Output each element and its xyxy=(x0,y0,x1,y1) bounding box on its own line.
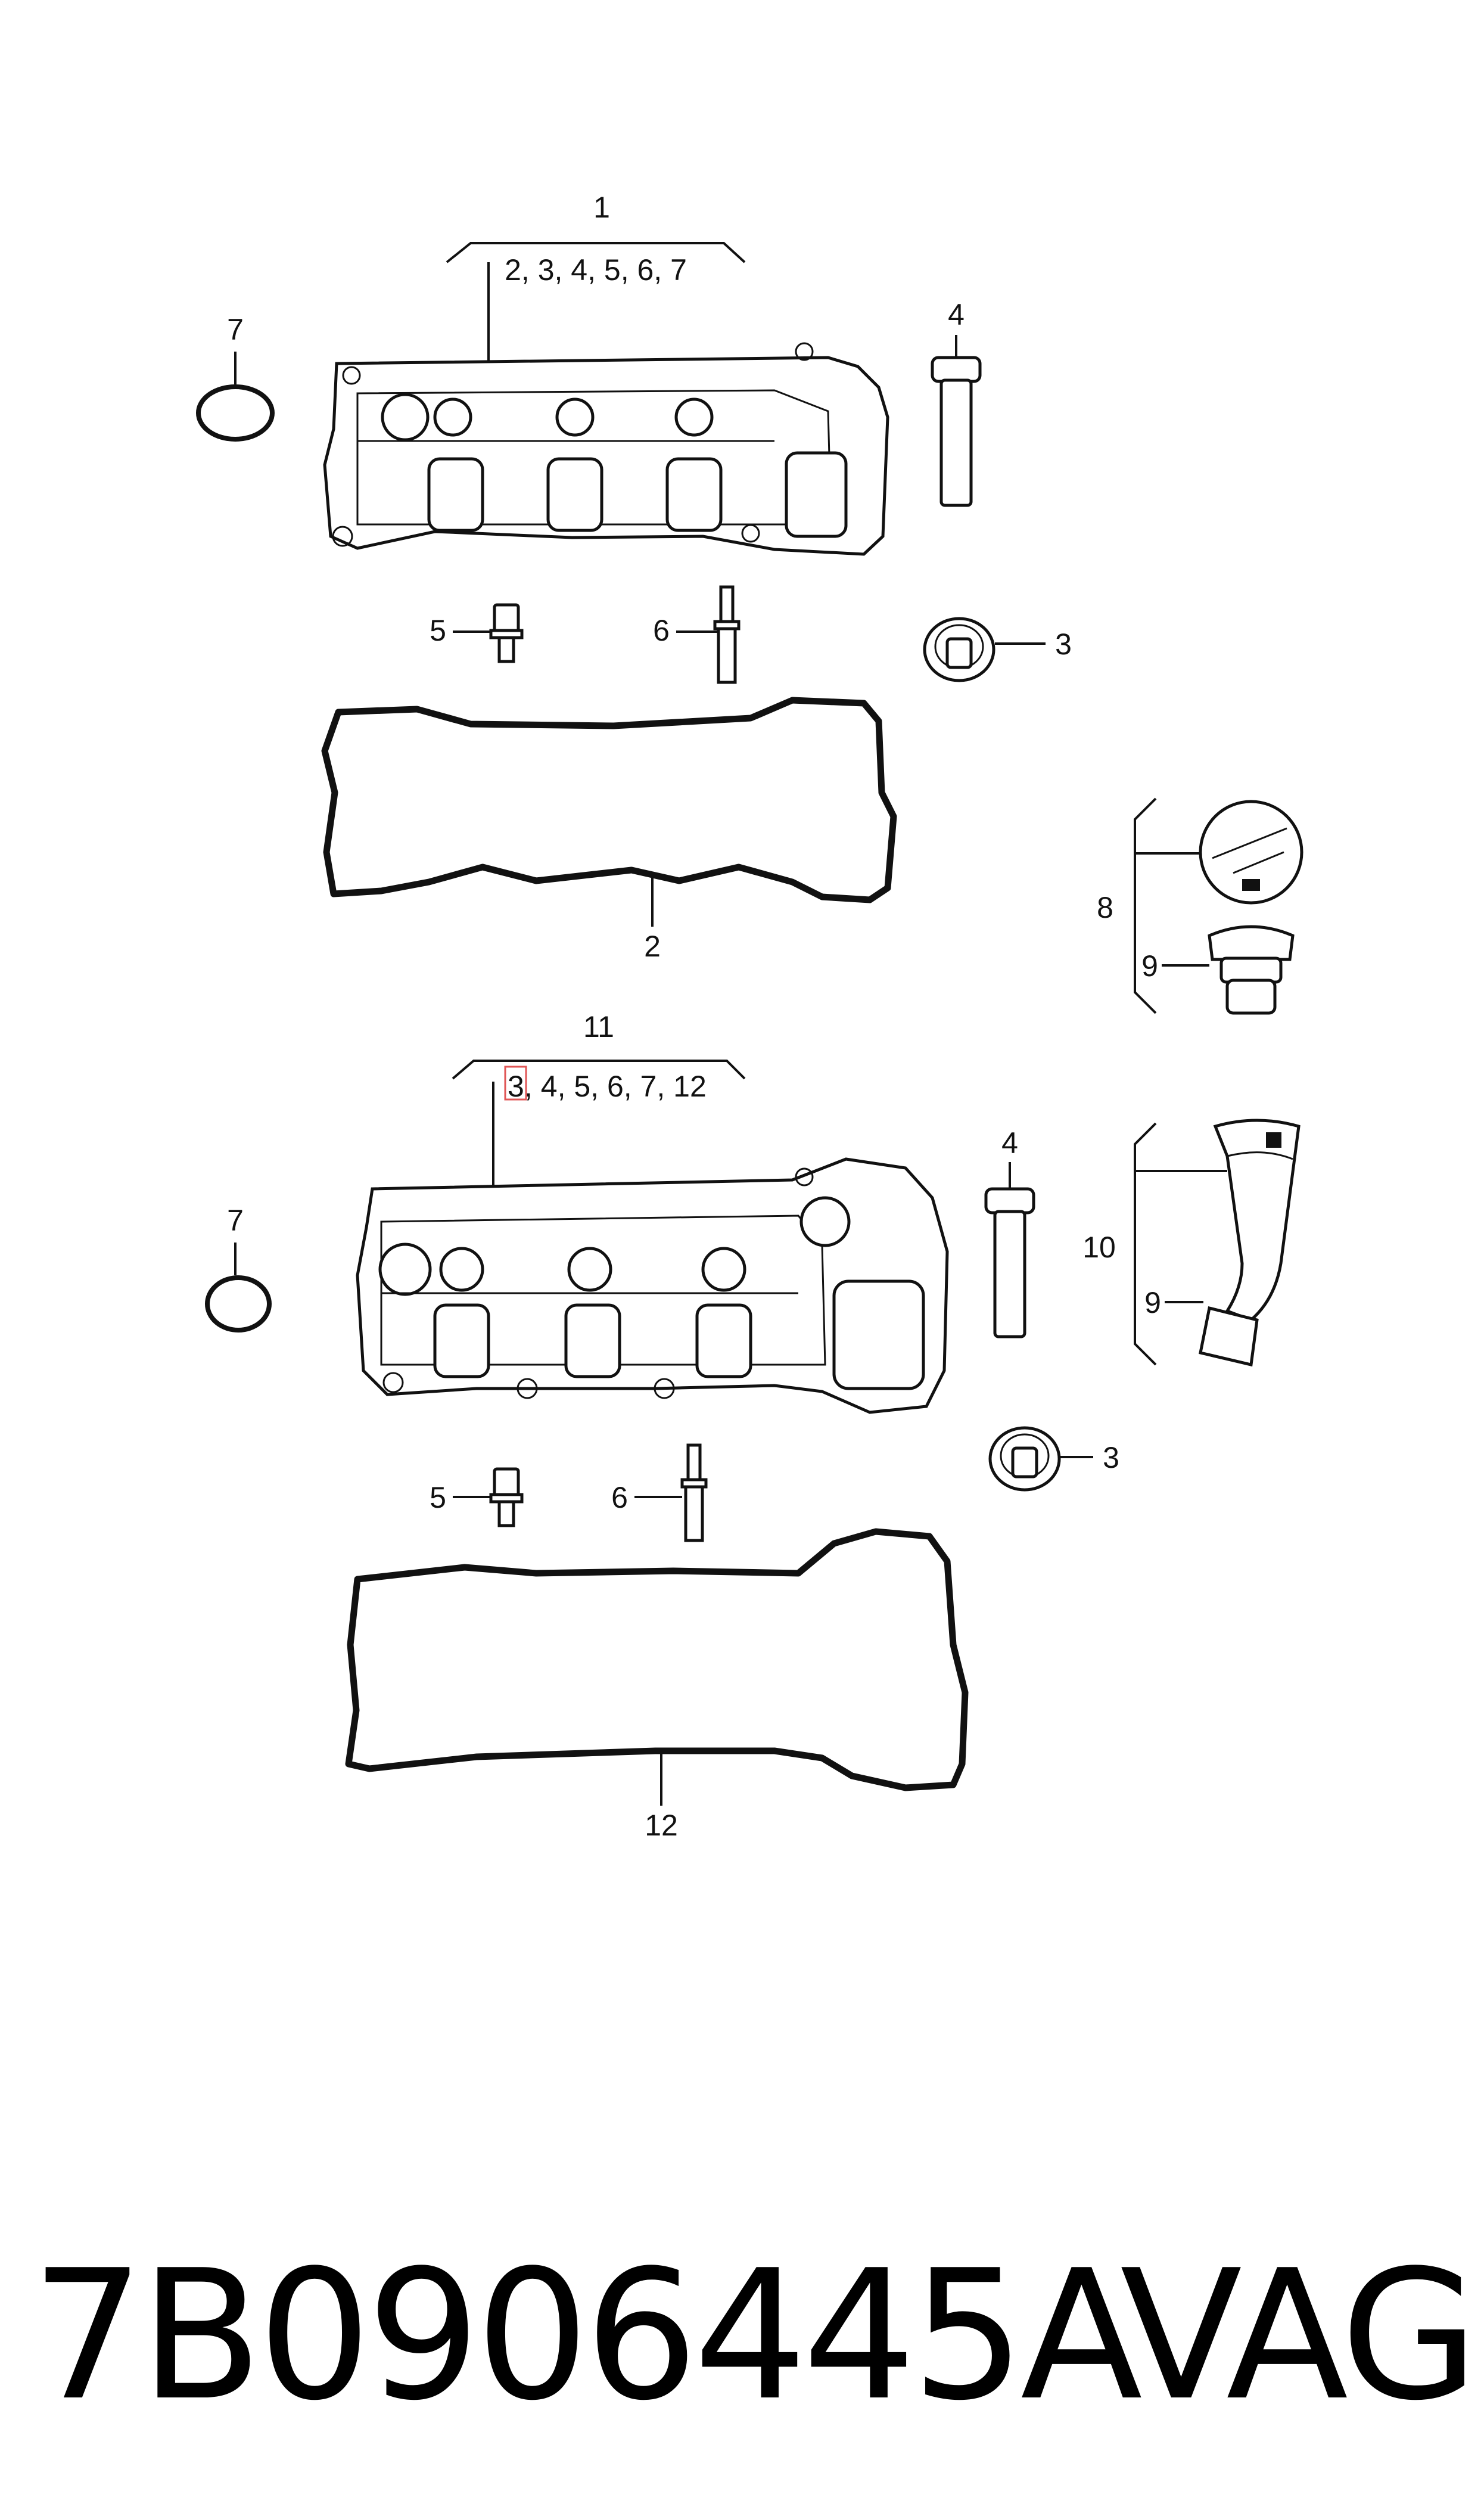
filler-tube-group: 10 9 xyxy=(1082,1119,1301,1367)
part-number-label: 7B0906445A xyxy=(31,2232,1143,2440)
callout-6-lower: 6 xyxy=(611,1481,628,1514)
callout-2: 2 xyxy=(644,930,661,963)
bracket-lower-assembly xyxy=(452,1060,746,1080)
oil-cap-body xyxy=(1208,925,1295,1015)
callout-includes-lower-first: 3 xyxy=(508,1070,524,1103)
callout-9-cap: 9 xyxy=(1141,949,1158,983)
callout-5-upper: 5 xyxy=(430,614,446,647)
callout-8: 8 xyxy=(1097,891,1113,924)
oring-upper xyxy=(196,384,275,442)
upper-assembly: 1 2, 3, 4, 5, 6, 7 7 4 xyxy=(196,191,1072,963)
callout-10: 10 xyxy=(1082,1231,1116,1264)
callout-5-lower: 5 xyxy=(430,1481,446,1514)
highlight-box xyxy=(504,1066,527,1101)
filler-tube xyxy=(1199,1119,1301,1367)
gasket-lower xyxy=(345,1528,969,1791)
bracket-upper-assembly xyxy=(446,242,746,263)
bracket-filler-tube xyxy=(1134,1122,1157,1366)
callout-3-upper: 3 xyxy=(1055,628,1072,661)
callout-11: 11 xyxy=(583,1010,614,1043)
grommet-lower xyxy=(988,1426,1061,1492)
valve-cover-lower xyxy=(356,1157,949,1414)
sleeve-lower xyxy=(984,1187,1035,1338)
bolt-upper xyxy=(489,603,524,663)
callout-7-upper: 7 xyxy=(227,313,244,346)
grommet-upper xyxy=(923,617,995,682)
bracket-cap-group xyxy=(1134,797,1157,1014)
oil-cap-top xyxy=(1199,800,1303,905)
sleeve-upper xyxy=(931,356,982,507)
callout-includes-lower-rest: , 4, 5, 6, 7, 12 xyxy=(524,1070,707,1103)
valve-cover-upper xyxy=(323,342,889,556)
callout-7-lower: 7 xyxy=(227,1204,244,1237)
callout-6-upper: 6 xyxy=(653,614,670,647)
cap-group: 8 9 xyxy=(1097,797,1303,1015)
callout-12: 12 xyxy=(645,1809,678,1842)
stud-upper xyxy=(713,585,741,684)
oring-lower xyxy=(205,1275,272,1333)
brand-label: VAG xyxy=(1120,2232,1479,2440)
callout-3-lower: 3 xyxy=(1103,1441,1119,1474)
stud-lower xyxy=(680,1443,708,1542)
callout-9-tube: 9 xyxy=(1144,1286,1161,1319)
callout-includes-upper: 2, 3, 4, 5, 6, 7 xyxy=(505,253,687,287)
gasket-upper xyxy=(321,697,897,903)
callout-4-upper: 4 xyxy=(948,298,965,331)
callout-1: 1 xyxy=(593,191,610,224)
lower-assembly: 11 3 , 4, 5, 6, 7, 12 7 xyxy=(205,1010,1119,1842)
bolt-lower xyxy=(489,1467,524,1527)
callout-4-lower: 4 xyxy=(1001,1126,1018,1160)
